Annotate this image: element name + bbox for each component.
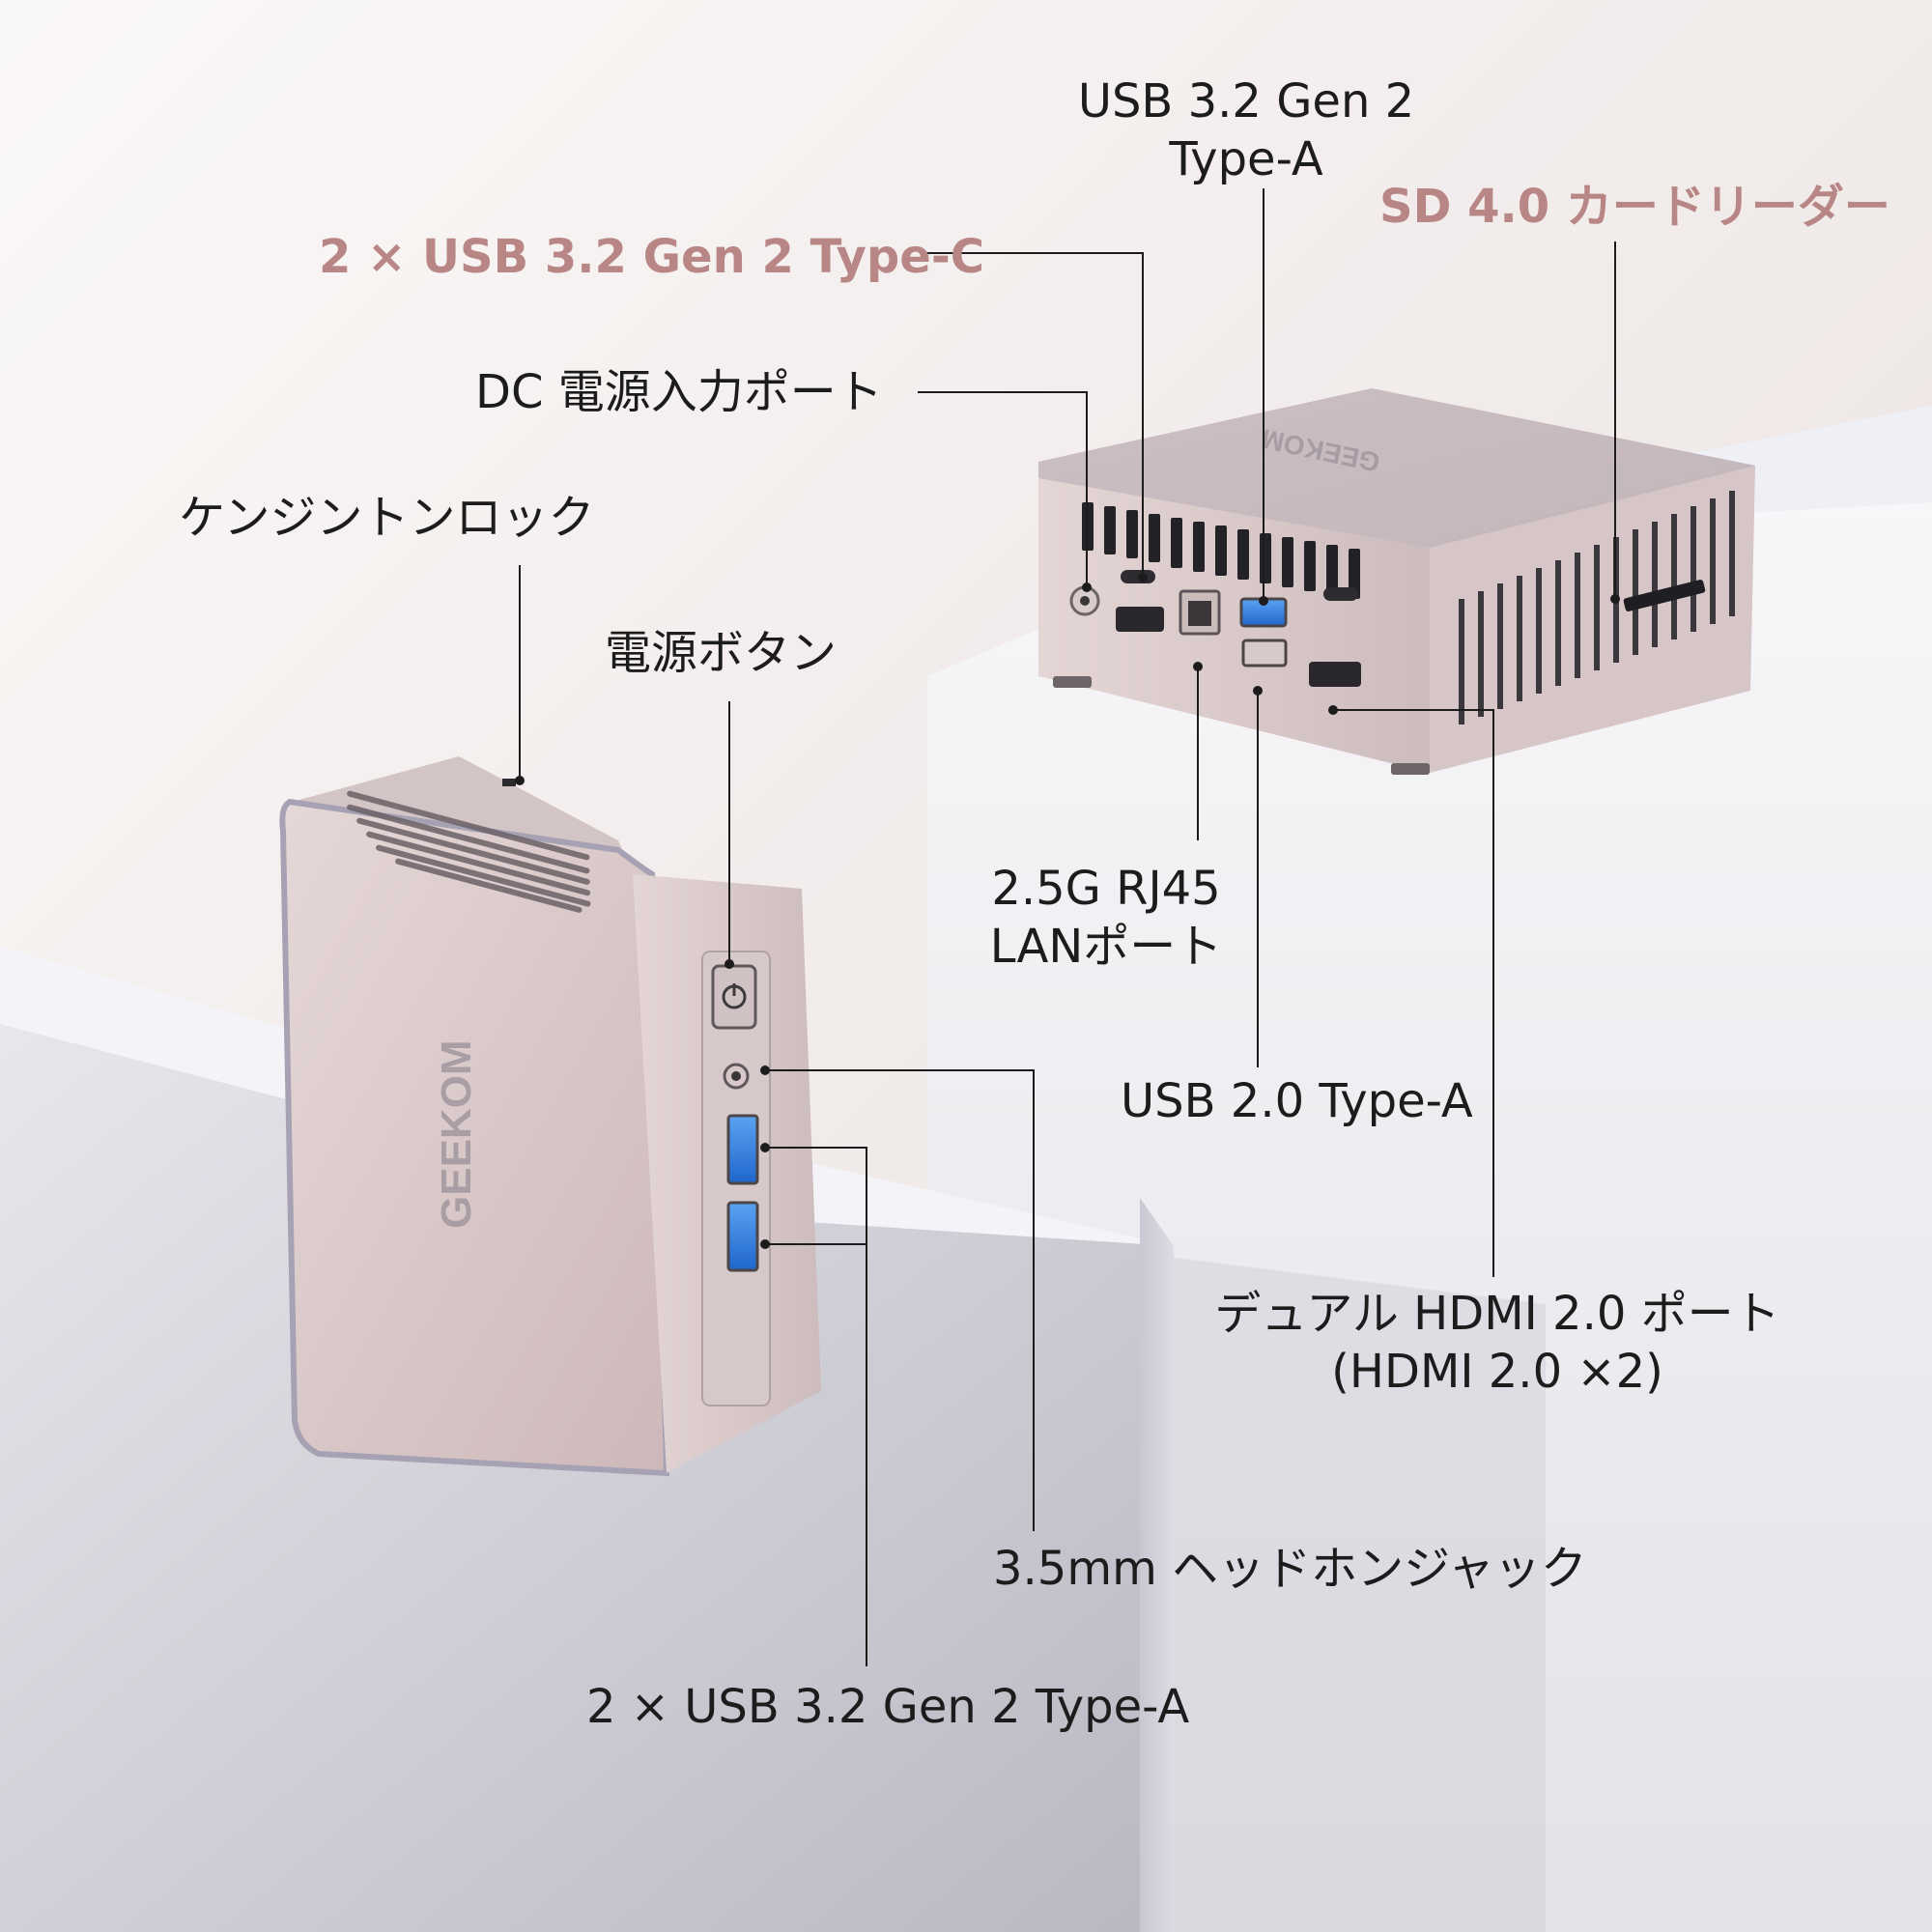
usb-c-port-2 xyxy=(1323,587,1358,601)
front-usb-a-port-1 xyxy=(726,1114,759,1185)
label-usb32-type-a-top-line1: USB 3.2 Gen 2 xyxy=(1077,74,1415,128)
label-usb20-type-a: USB 2.0 Type-A xyxy=(1121,1074,1473,1128)
front-device: GEEKOM xyxy=(279,756,821,1477)
label-usb32-type-a-front: 2 × USB 3.2 Gen 2 Type-A xyxy=(586,1680,1190,1734)
label-power-button: 電源ボタン xyxy=(605,626,838,680)
leader-lines xyxy=(519,188,1616,1666)
label-rj45-line2: LANポート xyxy=(989,920,1223,974)
front-brand-text: GEEKOM xyxy=(433,1039,480,1229)
label-rj45-line1: 2.5G RJ45 xyxy=(991,862,1221,916)
power-button xyxy=(711,964,757,1030)
top-vent-grid xyxy=(347,790,591,913)
front-usb-a-port-2 xyxy=(726,1201,759,1272)
label-kensington-lock: ケンジントンロック xyxy=(179,491,595,545)
usb-a-port xyxy=(1241,639,1288,668)
sd-card-slot xyxy=(1623,580,1706,611)
hdmi-port-1 xyxy=(1116,607,1164,632)
hdmi-port-2 xyxy=(1309,662,1361,687)
kensington-slot xyxy=(502,779,516,786)
label-usb32-type-c: 2 × USB 3.2 Gen 2 Type-C xyxy=(319,230,984,284)
label-sd-card-reader: SD 4.0 カードリーダー xyxy=(1379,180,1890,234)
label-usb32-type-a-top: USB 3.2 Gen 2 Type-A xyxy=(1063,72,1430,188)
leader-dots xyxy=(515,573,1620,1249)
label-rj45: 2.5G RJ45 LANポート xyxy=(966,860,1246,976)
rear-device: GEEKOM xyxy=(1038,388,1755,775)
label-hdmi-line1: デュアル HDMI 2.0 ポート xyxy=(1214,1287,1780,1341)
usb-c-port-1 xyxy=(1121,570,1155,583)
label-usb32-type-a-top-line2: Type-A xyxy=(1169,132,1323,186)
label-hdmi-line2: (HDMI 2.0 ×2) xyxy=(1331,1345,1663,1399)
label-dc-power-input: DC 電源入力ポート xyxy=(475,365,883,419)
label-headphone-jack: 3.5mm ヘッドホンジャック xyxy=(993,1542,1587,1596)
label-hdmi: デュアル HDMI 2.0 ポート (HDMI 2.0 ×2) xyxy=(1198,1285,1797,1401)
rear-vent-slots xyxy=(1082,502,1360,599)
